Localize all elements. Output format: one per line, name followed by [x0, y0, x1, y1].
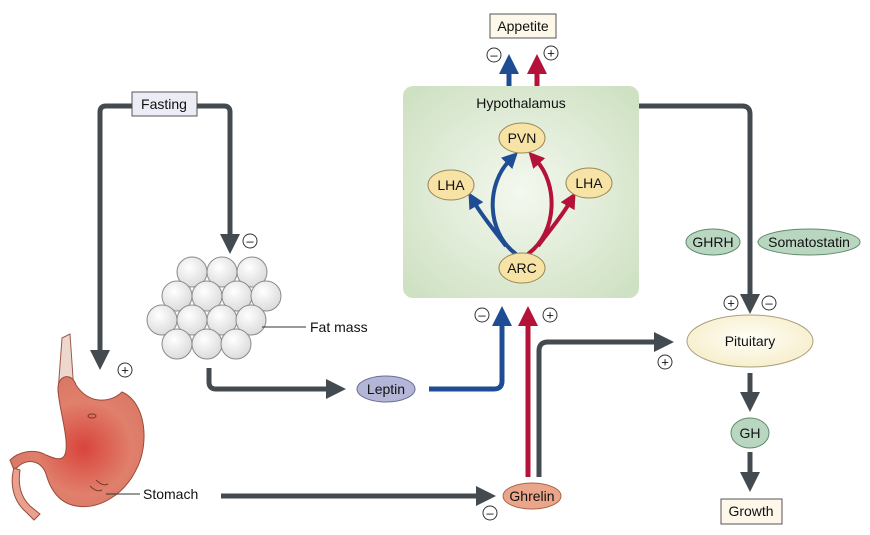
appetite-box: [489, 13, 557, 39]
sign-arc-leptin-minus: –: [478, 308, 486, 323]
sign-circle: [486, 47, 502, 63]
sign-circle: [117, 362, 133, 378]
lha-right-node: [565, 167, 613, 199]
ghrelin-pill: [502, 482, 562, 510]
lha-left-label: LHA: [437, 177, 465, 193]
sign-fasting-fat-minus: –: [246, 234, 254, 249]
sign-appetite-minus: –: [490, 48, 498, 63]
sign-pituitary-ghrelin-plus: +: [661, 355, 669, 370]
lha-right-label: LHA: [575, 175, 603, 191]
sign-appetite-plus: +: [547, 46, 555, 61]
pituitary-node: [686, 314, 814, 368]
arrow-fasting-to-stomach: [90, 103, 132, 370]
arrow-arc-to-lha-right-red: [536, 192, 576, 248]
sign-fasting-stomach-plus: +: [121, 363, 129, 378]
arrow-arc-to-pvn-blue: [490, 152, 518, 256]
lha-left-node: [427, 169, 475, 201]
pvn-label: PVN: [508, 130, 537, 146]
fasting-label: Fasting: [141, 96, 187, 112]
sign-circle: [474, 307, 490, 323]
sign-circle: [242, 233, 258, 249]
leptin-label: Leptin: [367, 381, 405, 397]
hypothalamus-box: [403, 86, 639, 298]
sign-circle: [761, 295, 777, 311]
pituitary-label: Pituitary: [725, 333, 776, 349]
arrow-hypothalamus-to-pituitary: [639, 103, 760, 314]
growth-box: [720, 498, 783, 525]
hypothalamus-label: Hypothalamus: [476, 95, 566, 111]
stomach-label: Stomach: [143, 486, 198, 502]
pvn-node: [498, 122, 546, 154]
sign-circle: [543, 45, 559, 61]
gh-pill: [730, 417, 770, 449]
fat-mass-label: Fat mass: [310, 319, 368, 335]
appetite-label: Appetite: [497, 18, 549, 34]
arrow-arc-to-lha-left-blue: [468, 192, 508, 248]
stomach-illustration: [9, 333, 145, 521]
sign-circle: [482, 505, 498, 521]
arrow-fasting-to-fat: [197, 103, 240, 254]
sign-pituitary-ghrh-plus: +: [727, 296, 735, 311]
sign-arc-ghrelin-plus: +: [546, 308, 554, 323]
somatostatin-pill: [757, 228, 861, 256]
sign-circle: [657, 354, 673, 370]
arrow-arc-to-pvn-red: [526, 151, 554, 256]
growth-label: Growth: [728, 503, 773, 519]
sign-pituitary-somatostatin-minus: –: [765, 296, 773, 311]
ghrh-label: GHRH: [692, 234, 733, 250]
gh-label: GH: [740, 425, 761, 441]
arrow-fat-to-leptin: [206, 368, 346, 399]
arc-label: ARC: [507, 260, 537, 276]
arc-node: [498, 252, 546, 284]
somatostatin-label: Somatostatin: [768, 234, 850, 250]
sign-ghrelin-stomach-minus: –: [486, 506, 494, 521]
arrow-leptin-to-arc-blue: [429, 306, 512, 392]
fat-cell-cluster: [146, 256, 282, 360]
leptin-pill: [356, 375, 416, 403]
sign-circle: [723, 295, 739, 311]
ghrelin-label: Ghrelin: [509, 488, 554, 504]
ghrh-pill: [685, 228, 741, 256]
sign-circle: [542, 307, 558, 323]
arrow-ghrelin-to-pituitary: [536, 332, 674, 477]
